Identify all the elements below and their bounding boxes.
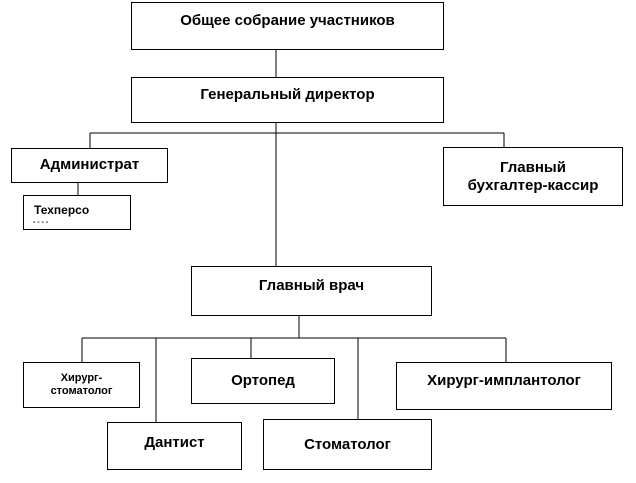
chief-accountant-line2: бухгалтер-кассир [467, 176, 599, 194]
tech-staff-tail: - - - - [33, 219, 49, 226]
surgeon-dentist-box: Хирург- стоматолог [23, 362, 140, 408]
dentist-label: Дантист [144, 434, 205, 451]
surgeon-dentist-line2: стоматолог [50, 385, 113, 397]
general-director-label: Генеральный директор [200, 86, 375, 103]
orthopedist-label: Ортопед [231, 372, 295, 389]
surgeon-dentist-line1: Хирург- [60, 371, 103, 384]
surgeon-implantologist-box: Хирург-имплантолог [396, 362, 612, 410]
administrator-box: Администрат [11, 148, 168, 183]
stomatologist-label: Стоматолог [304, 435, 391, 453]
chief-accountant-box: Главный бухгалтер-кассир [443, 147, 623, 206]
orthopedist-box: Ортопед [191, 358, 335, 404]
surgeon-implantologist-label: Хирург-имплантолог [427, 372, 581, 389]
tech-staff-label: Техперсо [34, 203, 90, 217]
meeting-label: Общее собрание участников [180, 12, 395, 29]
chief-doctor-label: Главный врач [258, 277, 365, 294]
stomatologist-box: Стоматолог [263, 419, 432, 470]
chief-accountant-line1: Главный [500, 158, 566, 176]
dentist-box: Дантист [107, 422, 242, 470]
general-director-box: Генеральный директор [131, 77, 444, 123]
tech-staff-box: Техперсо [23, 195, 131, 230]
meeting-box: Общее собрание участников [131, 2, 444, 50]
chief-doctor-box: Главный врач [191, 266, 432, 316]
administrator-label: Администрат [39, 156, 140, 173]
